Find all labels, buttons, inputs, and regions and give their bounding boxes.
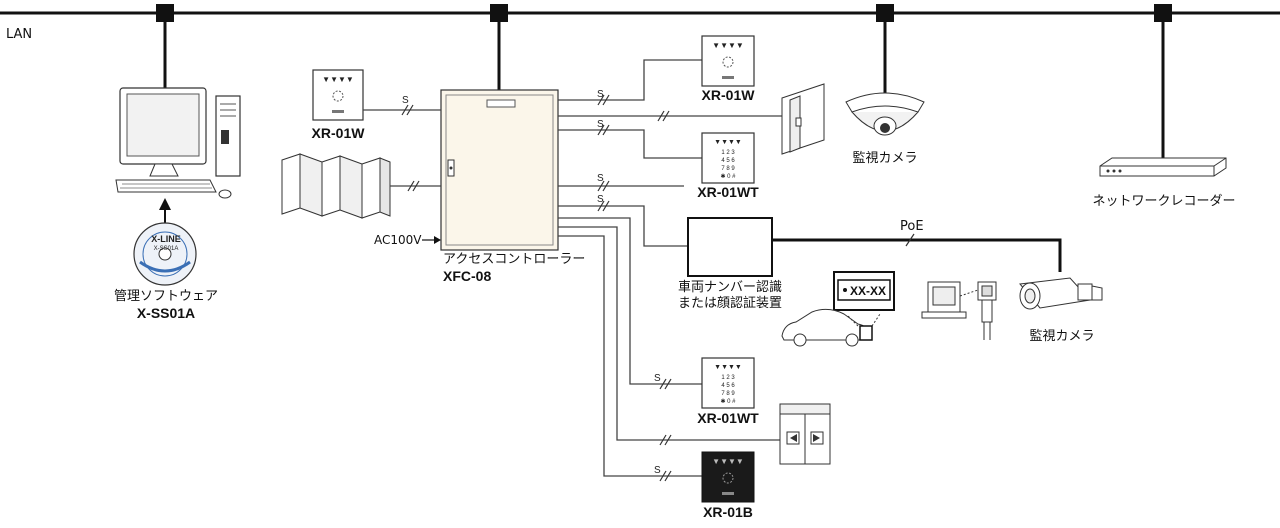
poe-line (772, 233, 1062, 272)
pc-workstation (115, 87, 241, 199)
dome-camera-label: 監視カメラ (852, 150, 917, 166)
svg-text:✱ 0 #: ✱ 0 # (720, 173, 736, 180)
poe-label: PoE (900, 219, 924, 234)
svg-text:1 2 3: 1 2 3 (721, 150, 735, 156)
cd-model: X-SS01A (154, 246, 179, 252)
signal-label-1: S (597, 89, 604, 100)
dome-camera (845, 85, 925, 136)
car (781, 308, 881, 347)
svg-text:✱ 0 #: ✱ 0 # (720, 398, 736, 405)
reader-left: ▼▼▼▼ (312, 69, 364, 121)
svg-text:▼▼▼▼: ▼▼▼▼ (712, 41, 744, 50)
reader-keypad-top-model: XR-01WT (697, 184, 759, 200)
signal-label-5: S (654, 373, 661, 384)
reader-top-right: ▼▼▼▼ (701, 35, 755, 87)
install-arrow (159, 198, 171, 226)
software-name: 管理ソフトウェア (114, 289, 218, 304)
lan-label: LAN (6, 27, 32, 42)
reader-black-model: XR-01B (703, 504, 753, 520)
reader-keypad-bottom-model: XR-01WT (697, 410, 759, 426)
signal-label-6: S (654, 465, 661, 476)
access-controller (440, 89, 559, 251)
signal-label-4: S (597, 194, 604, 205)
svg-text:▼▼▼▼: ▼▼▼▼ (714, 364, 742, 371)
plate-text: XX-XX (850, 284, 886, 298)
svg-text:▼▼▼▼: ▼▼▼▼ (714, 139, 742, 146)
door (781, 83, 825, 155)
svg-text:4 5 6: 4 5 6 (721, 158, 735, 164)
controller-model: XFC-08 (443, 268, 491, 284)
recorder-label: ネットワークレコーダー (1092, 194, 1235, 209)
cd-brand: X-LINE (151, 234, 181, 244)
right-wiring (558, 59, 790, 482)
svg-text:▼▼▼▼: ▼▼▼▼ (322, 75, 354, 84)
automatic-door (779, 403, 831, 465)
recognition-unit (687, 217, 773, 277)
software-model: X-SS01A (137, 305, 195, 321)
left-wiring (363, 104, 441, 192)
reader-left-model: XR-01W (312, 125, 366, 141)
reader-top-right-model: XR-01W (702, 87, 756, 103)
network-recorder (1099, 157, 1227, 177)
bullet-camera (1019, 277, 1103, 310)
recognition-line1: 車両ナンバー認識 (678, 279, 782, 295)
svg-text:▼▼▼▼: ▼▼▼▼ (712, 457, 744, 466)
flap-gate (281, 153, 391, 219)
face-kiosk (921, 281, 997, 340)
software-cd: X-LINE X-SS01A (133, 222, 197, 286)
signal-label-3: S (597, 173, 604, 184)
lan-backbone (0, 4, 1280, 158)
svg-text:4 5 6: 4 5 6 (721, 383, 735, 389)
svg-text:7 8 9: 7 8 9 (721, 166, 735, 172)
reader-keypad-bottom: ▼▼▼▼ 1 2 3 4 5 6 7 8 9 ✱ 0 # (701, 357, 755, 409)
recognition-line2: または顔認証装置 (678, 295, 782, 311)
controller-name: アクセスコントローラー (443, 252, 585, 267)
bullet-camera-label: 監視カメラ (1029, 328, 1094, 344)
signal-label-left: S (402, 95, 409, 106)
power-label: AC100V (374, 233, 422, 247)
plate-display: XX-XX (833, 271, 895, 311)
signal-label-2: S (597, 119, 604, 130)
svg-text:1 2 3: 1 2 3 (721, 375, 735, 381)
reader-black: ▼▼▼▼ (701, 451, 755, 503)
reader-keypad-top: ▼▼▼▼ 1 2 3 4 5 6 7 8 9 ✱ 0 # (701, 132, 755, 184)
power-input (422, 236, 441, 244)
svg-text:7 8 9: 7 8 9 (721, 391, 735, 397)
